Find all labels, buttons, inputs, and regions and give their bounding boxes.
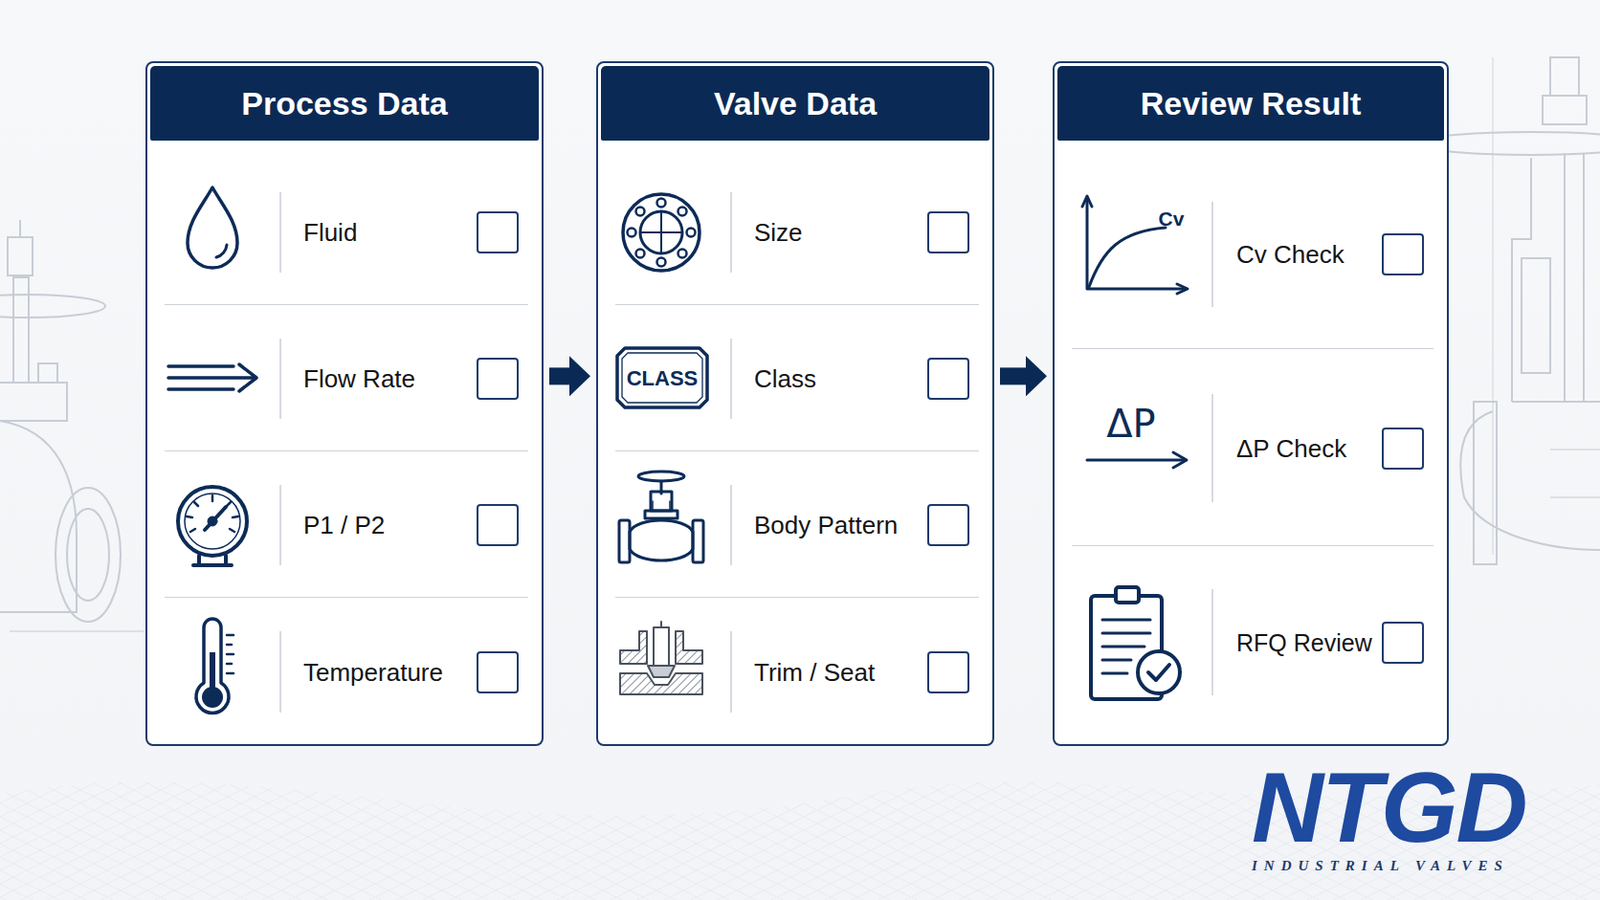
thermometer-icon <box>196 619 234 713</box>
divider <box>279 485 282 566</box>
checkbox <box>927 357 970 400</box>
checklist-row: Temperature <box>164 600 529 745</box>
checkbox <box>1381 427 1424 470</box>
pressure-drop-arrow-icon <box>1087 452 1187 468</box>
divider <box>1211 201 1214 308</box>
panel-ground <box>146 62 543 746</box>
flow-arrow <box>549 367 570 385</box>
panel-ground <box>1053 62 1448 746</box>
checklist-row: Trim / Seat <box>615 600 979 745</box>
divider <box>1211 589 1214 695</box>
checkbox <box>476 211 519 254</box>
class-badge-icon <box>617 348 708 408</box>
panel-title: Review Result <box>1140 85 1362 123</box>
checklist-row: Flow Rate <box>164 307 529 452</box>
flow-icon <box>168 364 257 392</box>
checklist-item: Cv Check <box>1236 240 1345 270</box>
checklist-item: Class <box>754 364 817 395</box>
checkbox <box>927 504 970 547</box>
panel-title: Valve Data <box>713 85 877 123</box>
checkbox <box>927 651 970 694</box>
checklist-item: P1 / P2 <box>303 511 385 541</box>
cv-curve-icon <box>1082 196 1188 294</box>
panel-title: Process Data <box>241 85 447 123</box>
panel-ground <box>597 62 994 746</box>
background-valve-left <box>0 220 144 632</box>
checklist-row: Size <box>615 160 979 306</box>
gauge-icon <box>177 487 247 566</box>
globe-valve-icon <box>619 471 704 563</box>
divider <box>730 485 733 566</box>
checklist-row: RFQ Review <box>1071 548 1434 737</box>
logo-tagline: INDUSTRIAL VALVES <box>1251 859 1510 874</box>
clipboard-icon <box>1090 587 1180 700</box>
checklist-row: Cv Check <box>1071 160 1434 350</box>
panel-header: Process Data <box>150 66 539 141</box>
divider <box>730 192 733 273</box>
divider <box>1211 394 1214 504</box>
panel: Process DataFluidFlow Rate P1 / P2 Tempera… <box>145 61 544 747</box>
checklist-row: ΔP Check <box>1071 351 1434 547</box>
checkbox <box>476 357 519 400</box>
checklist-row: Body Pattern <box>615 453 979 599</box>
divider <box>730 338 733 420</box>
checklist-row: P1 / P2 <box>164 453 529 599</box>
checkbox <box>927 211 970 254</box>
icon-label: CLASS <box>626 368 699 390</box>
checklist-item: Temperature <box>303 657 444 688</box>
checklist-item: Trim / Seat <box>754 657 875 688</box>
checkbox <box>1381 233 1424 276</box>
checkbox <box>1381 622 1424 665</box>
checklist-item: RFQ Review <box>1236 628 1373 657</box>
logo-wordmark: NTGD <box>1251 757 1527 858</box>
checklist-item: ΔP Check <box>1236 433 1347 464</box>
divider <box>279 631 282 713</box>
checkbox <box>476 651 519 694</box>
flow-arrow <box>1000 367 1026 385</box>
panel: Valve DataSizeClassBody PatternTrim / Se… <box>596 61 995 747</box>
divider <box>279 338 282 420</box>
checklist-item: Body Pattern <box>754 511 898 541</box>
trim-seat-section-icon <box>620 622 703 695</box>
drop-icon <box>187 187 238 268</box>
panel: Review Result Cv Check ΔP CheckRFQ Review <box>1052 61 1449 747</box>
divider <box>730 631 733 713</box>
panel-header: Review Result <box>1057 66 1445 141</box>
icon-label: ΔP <box>1106 404 1156 444</box>
checklist-item: Fluid <box>303 218 357 248</box>
checklist-item: Size <box>754 218 803 248</box>
checkbox <box>476 504 519 547</box>
checklist-row: Fluid <box>164 160 529 306</box>
flange-icon <box>622 194 700 271</box>
divider <box>279 192 282 273</box>
checklist-item: Flow Rate <box>303 364 416 395</box>
panel-header: Valve Data <box>600 66 990 141</box>
icon-label: Cv <box>1158 208 1185 229</box>
